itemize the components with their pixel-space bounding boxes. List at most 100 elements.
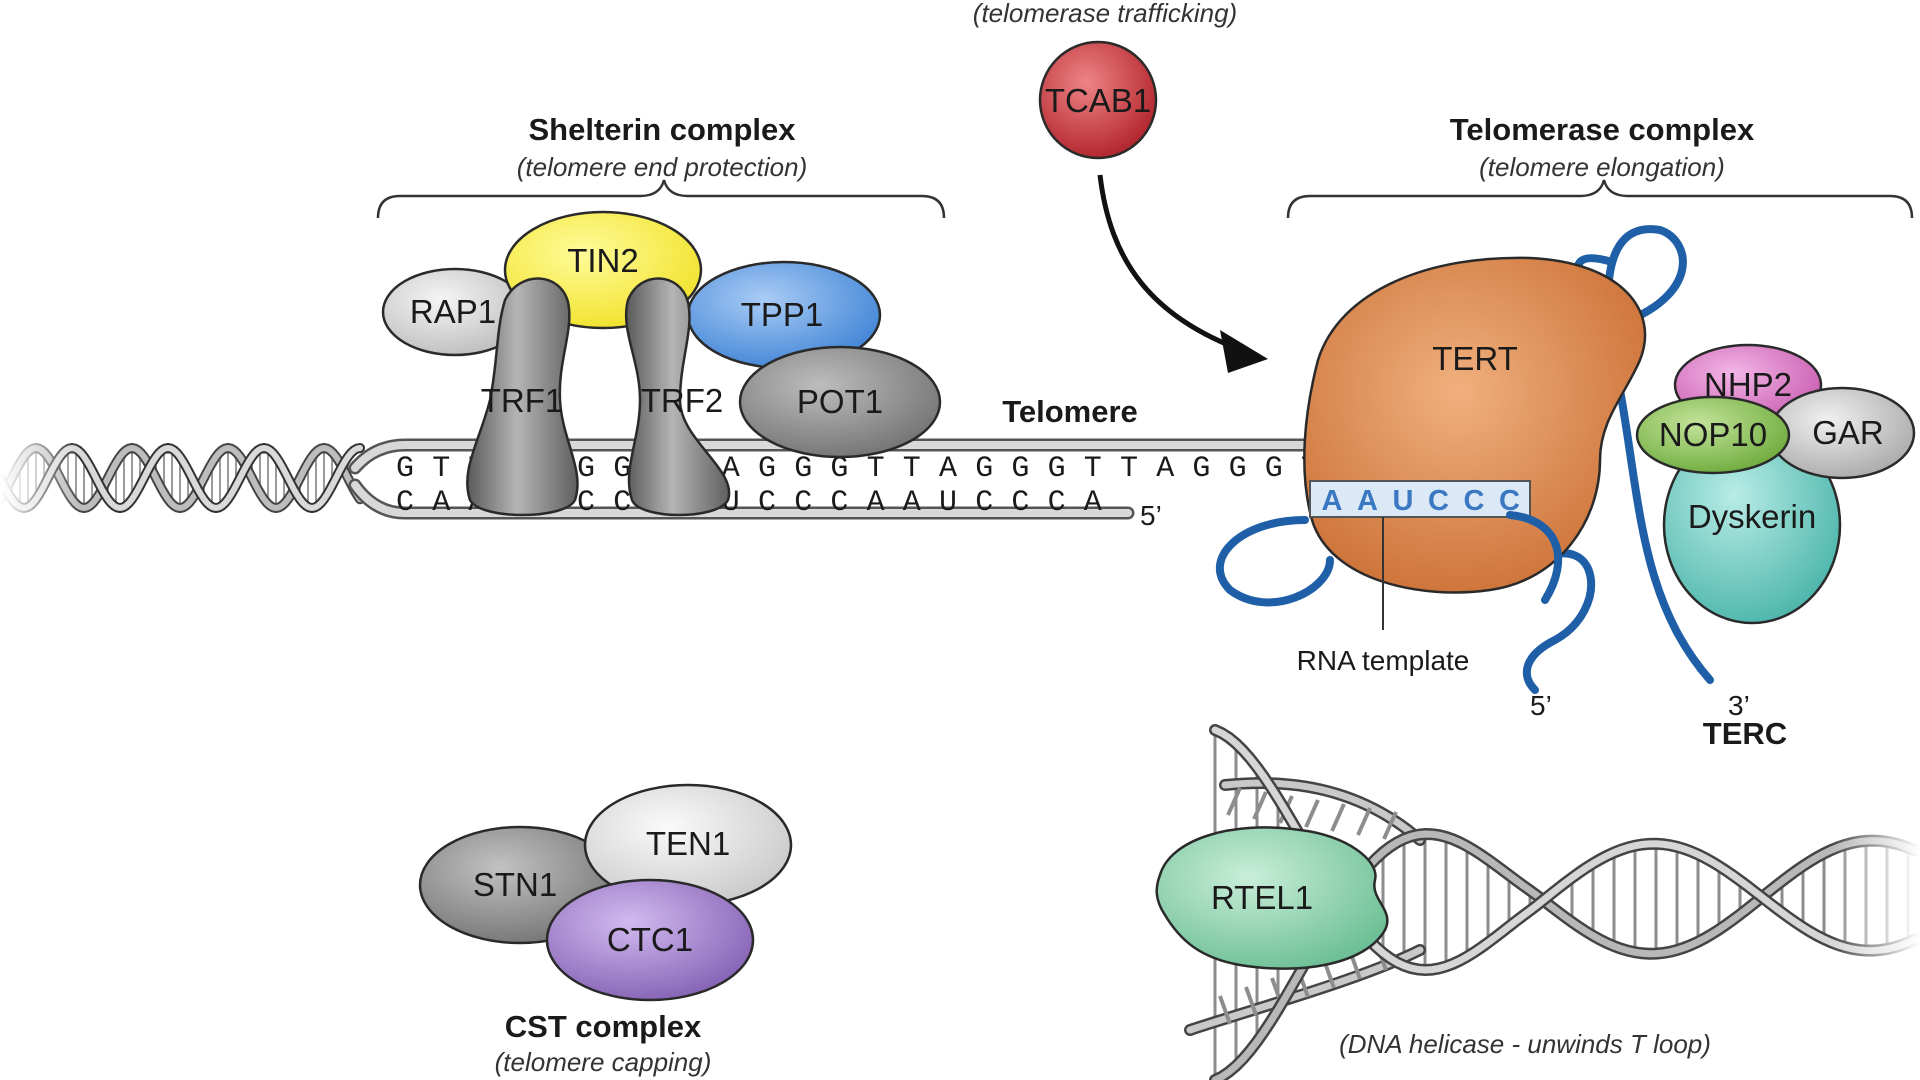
cst-title: CST complex — [505, 1009, 702, 1044]
top-strand-base: G — [1192, 452, 1210, 486]
helix-base-pair — [1356, 807, 1372, 836]
terc-label: TERC — [1703, 716, 1787, 751]
top-strand-base: G — [396, 452, 414, 486]
pot1-protein — [738, 345, 942, 459]
cst-complex: STN1 TEN1 CTC1 CST complex (telomere cap… — [418, 783, 793, 1077]
helix-base-pair — [1252, 791, 1268, 820]
stn1-label: STN1 — [473, 866, 557, 903]
rtel1-subtitle: (DNA helicase - unwinds T loop) — [1339, 1029, 1711, 1059]
tcab1-arrow-head — [1220, 330, 1268, 373]
rna-template-box — [1309, 480, 1531, 518]
tert-label: TERT — [1432, 340, 1518, 377]
telomerase-bracket — [1286, 179, 1914, 219]
top-strand-base: G — [1229, 452, 1247, 486]
bottom-strand-base: A — [867, 486, 885, 520]
rna-template-base: C — [1499, 485, 1520, 517]
helix-strand — [1221, 779, 1424, 844]
shelterin-proteins: RAP1 TIN2 TPP1 POT1 TRF1 TRF2 — [381, 210, 942, 517]
top-strand-base: T — [1084, 452, 1102, 486]
shelterin-header: Shelterin complex (telomere end protecti… — [376, 112, 946, 219]
top-strand-base: A — [722, 452, 740, 486]
nop10-protein — [1635, 395, 1791, 475]
terc-5prime-end: 5’ — [1530, 690, 1552, 721]
ten1-label: TEN1 — [646, 825, 730, 862]
cst-subtitle: (telomere capping) — [495, 1047, 712, 1077]
top-strand-base: G — [613, 452, 631, 486]
bottom-strand-base: C — [1011, 486, 1029, 520]
top-strand-base: G — [1011, 452, 1029, 486]
rna-template-base: U — [1393, 485, 1414, 517]
top-strand-base: T — [432, 452, 450, 486]
helix-fade — [0, 430, 80, 530]
rna-template-base: C — [1428, 485, 1449, 517]
rna-template-base: A — [1322, 485, 1343, 517]
top-strand-base: G — [758, 452, 776, 486]
terc-3prime-end: 3’ — [1728, 690, 1750, 721]
top-strand-base: G — [830, 452, 848, 486]
bottom-strand-base: C — [794, 486, 812, 520]
gar-label: GAR — [1812, 414, 1884, 451]
top-strand-base: G — [794, 452, 812, 486]
rna-template-base: A — [1357, 485, 1378, 517]
bottom-strand-base: C — [577, 486, 595, 520]
top-strand-base: G — [1265, 452, 1283, 486]
telomere-label: Telomere — [1002, 394, 1138, 429]
trf2-protein — [624, 277, 731, 517]
rap1-label: RAP1 — [410, 293, 496, 330]
top-strand-base: A — [1156, 452, 1174, 486]
helix-base-pair — [1330, 803, 1346, 832]
bottom-strand-base: A — [903, 486, 921, 520]
trf2-label: TRF2 — [641, 382, 724, 419]
top-strand-base: G — [975, 452, 993, 486]
helix-base-pair — [1226, 787, 1242, 816]
ctc1-protein — [545, 878, 755, 1002]
bottom-strand-base: C — [396, 486, 414, 520]
top-strand-base: G — [1048, 452, 1066, 486]
trf1-protein — [466, 277, 579, 517]
tcab1-group: (telomerase trafficking) TCAB1 — [973, 0, 1268, 373]
trf1-label: TRF1 — [481, 382, 564, 419]
tert-protein — [1303, 256, 1647, 594]
shelterin-bracket — [376, 179, 946, 219]
bottom-strand-base: C — [1048, 486, 1066, 520]
helix-base-pair — [1382, 811, 1398, 840]
ctc1-label: CTC1 — [607, 921, 693, 958]
bottom-strand-base: A — [432, 486, 450, 520]
rtel1-group: RTEL1 (DNA helicase - unwinds T loop) — [1155, 724, 1920, 1080]
nop10-label: NOP10 — [1659, 416, 1767, 453]
helix-base-pair — [1244, 986, 1258, 1016]
top-strand-base: G — [577, 452, 595, 486]
rtel1-protein — [1155, 826, 1389, 970]
bottom-strand-base: A — [1084, 486, 1102, 520]
bottom-strand-base: C — [758, 486, 776, 520]
top-strand-base: A — [939, 452, 957, 486]
tin2-label: TIN2 — [567, 242, 639, 279]
bottom-strand-base: C — [613, 486, 631, 520]
pot1-label: POT1 — [797, 383, 883, 420]
bottom-strand-base: C — [975, 486, 993, 520]
bottom-strand-base: U — [939, 486, 957, 520]
rna-template-base: C — [1464, 485, 1485, 517]
shelterin-title: Shelterin complex — [528, 112, 796, 147]
telomere-5prime-end: 5’ — [1140, 500, 1162, 531]
bottom-strand-base: C — [830, 486, 848, 520]
dyskerin-label: Dyskerin — [1688, 498, 1816, 535]
telomerase-title: Telomerase complex — [1450, 112, 1755, 147]
rtel1-label: RTEL1 — [1211, 879, 1313, 916]
rna-template-label: RNA template — [1297, 645, 1470, 676]
dna-helix-left — [0, 430, 365, 530]
top-strand-base: T — [867, 452, 885, 486]
top-strand-base: T — [1120, 452, 1138, 486]
tcab1-protein — [1038, 40, 1158, 160]
tcab1-arrow-shaft — [1097, 174, 1256, 358]
telomerase-header: Telomerase complex (telomere elongation) — [1286, 112, 1914, 219]
tpp1-label: TPP1 — [741, 296, 824, 333]
helix-base-pair — [1218, 995, 1232, 1025]
helix-base-pair — [1304, 799, 1320, 828]
telomerase-subtitle: (telomere elongation) — [1479, 152, 1725, 182]
top-strand-base: T — [903, 452, 921, 486]
